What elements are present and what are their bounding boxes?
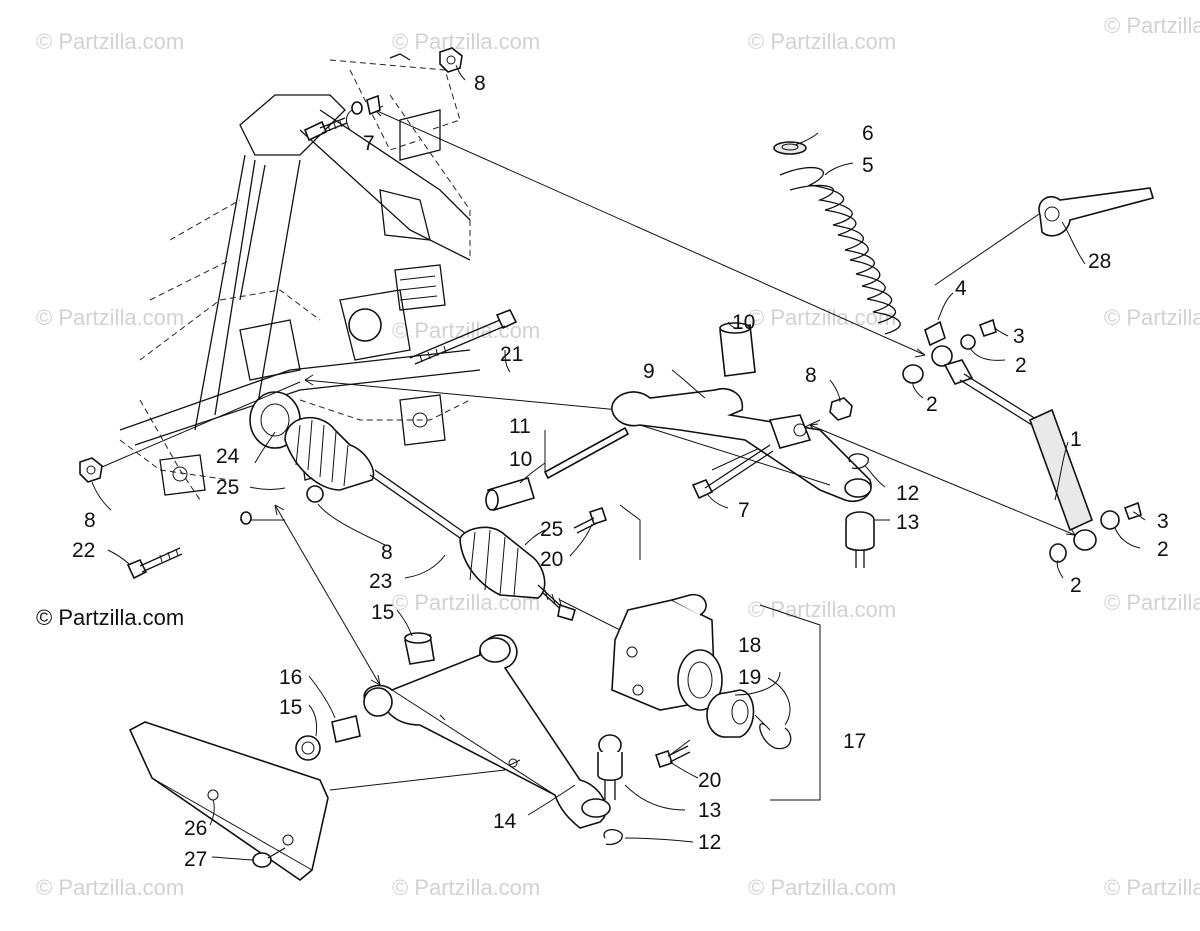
watermark: © Partzilla.com — [1104, 13, 1200, 38]
callout-14: 14 — [493, 810, 517, 833]
callout-27: 27 — [184, 848, 207, 871]
callout-3: 3 — [1013, 325, 1025, 348]
callout-21: 21 — [500, 343, 523, 366]
callout-12: 12 — [698, 831, 721, 854]
watermark: © Partzilla.com — [392, 29, 540, 54]
callout-12: 12 — [896, 482, 919, 505]
callout-8: 8 — [84, 509, 96, 532]
callout-13: 13 — [896, 511, 919, 534]
callout-16: 16 — [279, 666, 302, 689]
watermark: © Partzilla.com — [36, 29, 184, 54]
sleeve-10-lower — [485, 477, 535, 511]
bearing-18 — [706, 689, 755, 738]
callout-25: 25 — [216, 476, 239, 499]
circlip-12-lower — [603, 828, 623, 846]
bolt-22 — [126, 511, 252, 580]
ball-joint-13-lower — [597, 734, 623, 800]
copyright-text: © Partzilla.com — [36, 605, 184, 630]
cotter-pin — [389, 53, 411, 61]
bolt-21 — [409, 308, 518, 365]
shaft-11 — [543, 426, 630, 480]
callout-1: 1 — [1070, 428, 1082, 451]
lower-a-arm-14 — [363, 634, 611, 829]
upper-a-arm-9 — [611, 388, 872, 502]
callout-4: 4 — [955, 277, 967, 300]
callout-8: 8 — [381, 541, 393, 564]
bushing-15-upper — [404, 632, 435, 665]
watermark: © Partzilla.com — [748, 875, 896, 900]
callout-6: 6 — [862, 122, 874, 145]
bolt-7-lower — [691, 444, 774, 500]
callout-2: 2 — [1070, 574, 1082, 597]
bolt-27 — [252, 847, 286, 868]
watermark: © Partzilla.com — [1104, 875, 1200, 900]
bolt-20-upper — [573, 506, 608, 534]
callout-8: 8 — [474, 72, 486, 95]
nut-8-left — [79, 457, 103, 483]
bushing-15-16-lower — [295, 715, 361, 761]
callout-13: 13 — [698, 799, 721, 822]
watermark: © Partzilla.com — [36, 875, 184, 900]
callout-8: 8 — [805, 364, 817, 387]
callout-18: 18 — [738, 634, 761, 657]
watermark: © Partzilla.com — [392, 318, 540, 343]
callout-15: 15 — [371, 601, 394, 624]
callout-11: 11 — [509, 415, 531, 438]
callout-25: 25 — [540, 518, 563, 541]
washer-8 — [306, 485, 324, 503]
drive-axle-23 — [284, 416, 576, 621]
watermark: © Partzilla.com — [392, 875, 540, 900]
watermark-layer: © Partzilla.com © Partzilla.com © Partzi… — [36, 13, 1200, 900]
callout-9: 9 — [643, 360, 655, 383]
circlip-12-upper — [848, 453, 869, 470]
callout-15: 15 — [279, 696, 302, 719]
callout-28: 28 — [1088, 250, 1111, 273]
watermark: © Partzilla.com — [1104, 305, 1200, 330]
callout-26: 26 — [184, 817, 207, 840]
nut-8-arm — [829, 397, 853, 421]
callout-5: 5 — [862, 154, 874, 177]
callout-20: 20 — [540, 548, 563, 571]
callout-22: 22 — [72, 539, 95, 562]
callout-labels: 1 2 2 2 2 3 3 4 5 6 7 7 8 8 8 8 9 10 10 … — [72, 72, 1169, 871]
callout-7: 7 — [738, 499, 750, 522]
callout-7: 7 — [363, 132, 375, 155]
callout-19: 19 — [738, 666, 761, 689]
callout-3: 3 — [1157, 510, 1169, 533]
spring-retainer-6 — [773, 141, 807, 155]
watermark: © Partzilla.com — [748, 29, 896, 54]
watermark: © Partzilla.com — [748, 597, 896, 622]
skid-plate-26 — [128, 721, 329, 882]
spring-5 — [779, 167, 901, 335]
callout-10: 10 — [509, 448, 532, 471]
spanner-wrench-28 — [1038, 187, 1155, 237]
watermark: © Partzilla.com — [36, 305, 184, 330]
callout-24: 24 — [216, 445, 240, 468]
callout-20: 20 — [698, 769, 721, 792]
callout-2: 2 — [926, 393, 938, 416]
callout-2: 2 — [1157, 538, 1169, 561]
bushing-2-set — [902, 334, 1120, 563]
callout-2: 2 — [1015, 354, 1027, 377]
ball-joint-13-upper — [845, 511, 875, 568]
callout-23: 23 — [369, 570, 392, 593]
callout-leaders — [91, 64, 1146, 861]
leader-lines — [94, 105, 1076, 801]
callout-10: 10 — [732, 311, 755, 334]
snap-ring-19 — [759, 723, 792, 750]
steering-knuckle — [611, 593, 723, 711]
watermark: © Partzilla.com — [1104, 590, 1200, 615]
bolt-7-top — [303, 94, 381, 142]
spring-seat-4 — [924, 320, 946, 347]
callout-17: 17 — [843, 730, 866, 753]
bolt-3-set — [978, 318, 1142, 521]
